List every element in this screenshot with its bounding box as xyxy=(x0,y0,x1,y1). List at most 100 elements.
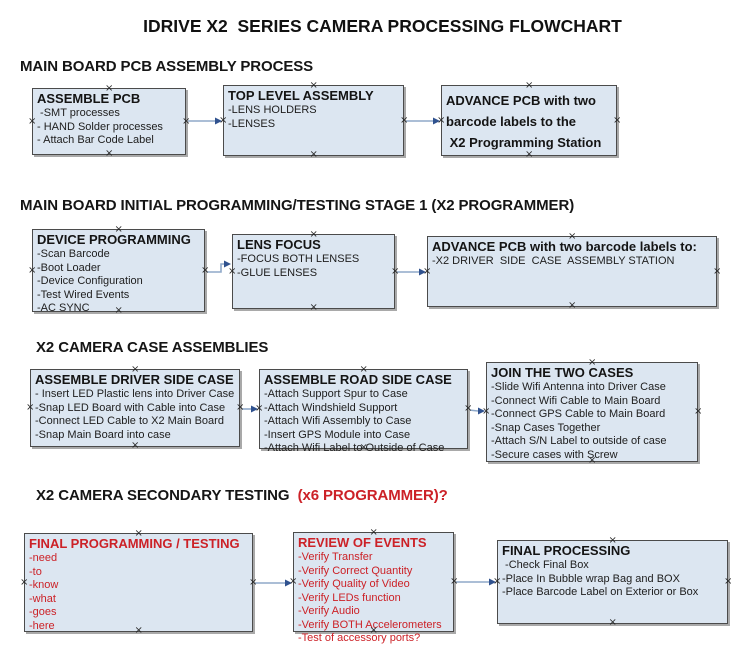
box-item: -to xyxy=(29,565,42,578)
connection-point-icon: × xyxy=(694,406,703,417)
box-title: TOP LEVEL ASSEMBLY xyxy=(228,88,374,103)
connection-point-icon: × xyxy=(201,264,210,276)
box-item: -Snap Cases Together xyxy=(491,421,601,434)
connection-point-icon: × xyxy=(134,528,143,539)
flow-box-advance-pcb-to-driver-side: ADVANCE PCB with two barcode labels to:-… xyxy=(423,232,721,311)
flow-box-assemble-pcb: ASSEMBLE PCB -SMT processes- HAND Solder… xyxy=(28,84,190,159)
box-title: DEVICE PROGRAMMING xyxy=(37,232,191,247)
connection-point-icon: × xyxy=(568,231,577,242)
section-heading-3: X2 CAMERA CASE ASSEMBLIES xyxy=(36,339,268,356)
box-item: -Verify Correct Quantity xyxy=(298,564,413,577)
connection-point-icon: × xyxy=(493,576,502,587)
connection-point-icon: × xyxy=(20,576,29,588)
box-item: - Insert LED Plastic lens into Driver Ca… xyxy=(35,388,235,400)
connection-point-icon: × xyxy=(359,364,368,375)
box-item: -Test of accessory ports? xyxy=(298,632,421,644)
connection-point-icon: × xyxy=(26,402,35,413)
box-item: -Verify Audio xyxy=(298,605,360,617)
connection-point-icon: × xyxy=(391,265,400,277)
section-heading-1: MAIN BOARD PCB ASSEMBLY PROCESS xyxy=(20,58,313,75)
connection-point-icon: × xyxy=(289,576,298,587)
flow-box-assemble-road-side-case: ASSEMBLE ROAD SIDE CASE-Attach Support S… xyxy=(255,365,472,455)
flow-box-device-programming: DEVICE PROGRAMMING-Scan Barcode-Boot Loa… xyxy=(28,225,209,316)
connection-point-icon: × xyxy=(105,83,114,94)
connection-point-icon: × xyxy=(568,300,577,311)
box-item: -Place In Bubble wrap Bag and BOX xyxy=(502,572,680,585)
connection-point-icon: × xyxy=(525,149,534,160)
connection-point-icon: × xyxy=(608,617,617,628)
box-title-line: X2 Programming Station xyxy=(446,135,602,150)
box-item: -X2 DRIVER SIDE CASE ASSEMBLY STATION xyxy=(432,255,675,267)
box-item: -goes xyxy=(29,606,57,618)
box-item: -Device Configuration xyxy=(37,275,143,287)
box-title: ASSEMBLE DRIVER SIDE CASE xyxy=(35,372,234,387)
box-item: -Verify BOTH Accelerometers xyxy=(298,618,442,631)
box-item: - HAND Solder processes xyxy=(37,120,163,133)
connection-point-icon: × xyxy=(309,80,318,91)
box-item: -know xyxy=(29,579,59,591)
section-heading-text: X2 CAMERA CASE ASSEMBLIES xyxy=(36,339,269,356)
connection-point-icon: × xyxy=(28,115,37,127)
connection-point-icon: × xyxy=(131,440,140,451)
box-item: -Attach Support Spur to Case xyxy=(264,388,408,400)
box-title: ASSEMBLE PCB xyxy=(37,91,141,106)
connection-point-icon: × xyxy=(369,625,378,636)
box-item: -Insert GPS Module into Case xyxy=(264,428,411,441)
flow-box-review-of-events: REVIEW OF EVENTS-Verify Transfer-Verify … xyxy=(289,528,458,645)
box-title: FINAL PROCESSING xyxy=(502,543,631,558)
box-title: LENS FOCUS xyxy=(237,237,321,252)
connection-point-icon: × xyxy=(359,442,368,453)
box-item: -AC SYNC xyxy=(37,302,90,314)
box-item: -Snap Main Board into case xyxy=(35,428,171,441)
connection-point-icon: × xyxy=(236,402,245,413)
connection-point-icon: × xyxy=(724,576,733,587)
box-item: -Connect GPS Cable to Main Board xyxy=(491,408,666,420)
box-title: ADVANCE PCB with two barcode labels to: xyxy=(432,239,697,254)
connection-point-icon: × xyxy=(450,576,459,587)
connection-point-icon: × xyxy=(713,265,722,277)
box-item: -Secure cases with Screw xyxy=(491,448,618,461)
connection-point-icon: × xyxy=(613,114,622,126)
box-item: -SMT processes xyxy=(37,107,120,119)
flow-box-assemble-driver-side-case: ASSEMBLE DRIVER SIDE CASE- Insert LED Pl… xyxy=(26,365,244,451)
box-item: -FOCUS BOTH LENSES xyxy=(237,253,360,265)
connection-point-icon: × xyxy=(228,265,237,277)
connection-point-icon: × xyxy=(114,305,123,316)
connection-point-icon: × xyxy=(482,406,491,417)
section-heading-text: (x6 PROGRAMMER)? xyxy=(297,487,448,504)
connection-point-icon: × xyxy=(437,114,446,126)
connection-point-icon: × xyxy=(182,115,191,127)
box-item: -need xyxy=(29,552,58,564)
connection-point-icon: × xyxy=(309,302,318,313)
connection-point-icon: × xyxy=(423,265,432,277)
box-item: -Attach S/N Label to outside of case xyxy=(491,435,667,447)
box-item: -LENSES xyxy=(228,117,276,130)
box-item: -Check Final Box xyxy=(502,559,589,571)
connection-point-icon: × xyxy=(588,455,597,466)
box-item: -Slide Wifi Antenna into Driver Case xyxy=(491,381,666,393)
connection-point-icon: × xyxy=(114,224,123,235)
connection-point-icon: × xyxy=(105,148,114,159)
connection-point-icon: × xyxy=(608,535,617,546)
connection-point-icon: × xyxy=(309,149,318,160)
connection-point-icon: × xyxy=(131,364,140,375)
box-item: -Connect LED Cable to X2 Main Board xyxy=(35,415,224,427)
connection-point-icon: × xyxy=(464,403,473,414)
connection-point-icon: × xyxy=(369,527,378,538)
box-item: -Attach Wifi Label to Outside of Case xyxy=(264,442,445,454)
box-item: -Connect Wifi Cable to Main Board xyxy=(491,394,661,407)
connection-point-icon: × xyxy=(134,625,143,636)
box-item: - Attach Bar Code Label xyxy=(37,134,154,146)
box-item: -Test Wired Events xyxy=(37,288,130,301)
flowchart-title: IDRIVE X2 SERIES CAMERA PROCESSING FLOWC… xyxy=(143,16,622,36)
box-title: ASSEMBLE ROAD SIDE CASE xyxy=(264,372,452,387)
connection-point-icon: × xyxy=(28,264,37,276)
section-heading-text: X2 CAMERA SECONDARY TESTING xyxy=(36,487,298,504)
box-title-line: barcode labels to the xyxy=(446,114,577,129)
flow-box-final-processing: FINAL PROCESSING -Check Final Box-Place … xyxy=(493,536,732,628)
connection-point-icon: × xyxy=(400,114,409,126)
box-item: -Boot Loader xyxy=(37,261,101,274)
section-heading-text: MAIN BOARD INITIAL PROGRAMMING/TESTING S… xyxy=(20,197,575,214)
